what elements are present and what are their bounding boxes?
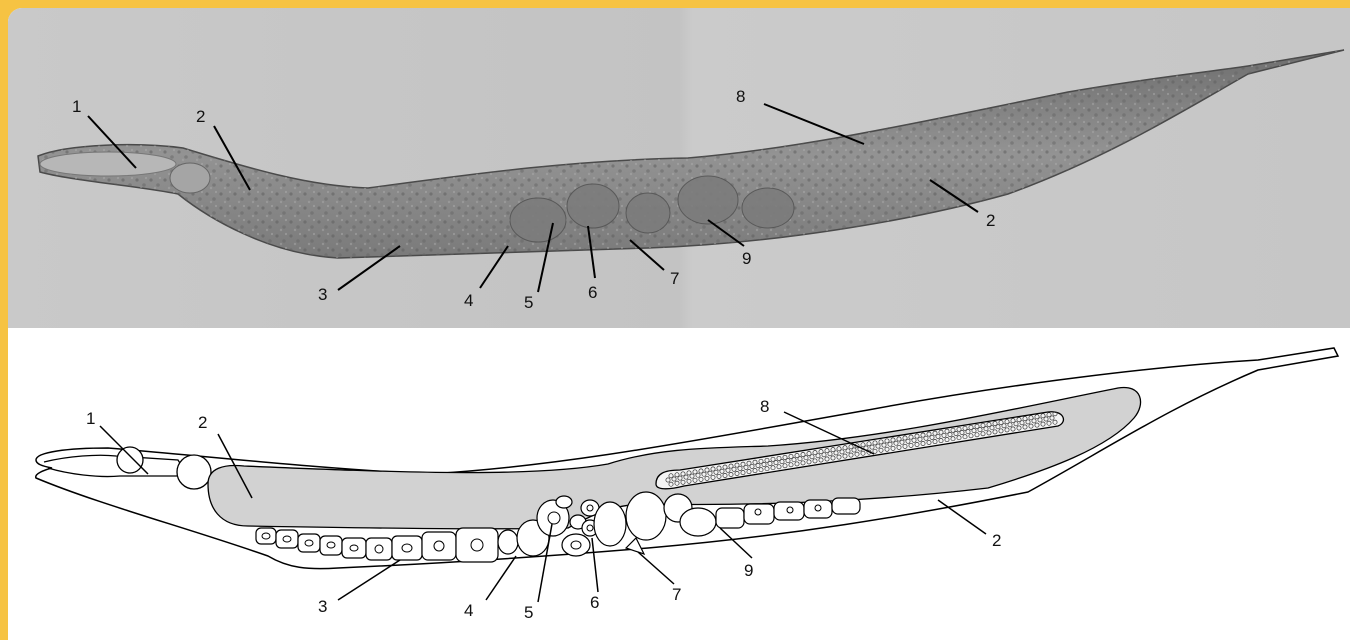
micrograph-label-8: 8 — [736, 87, 745, 106]
micrograph-pharynx — [40, 152, 176, 176]
schematic-label-3: 3 — [318, 597, 327, 616]
schematic-label-9: 9 — [744, 561, 753, 580]
schematic-label-4: 4 — [464, 601, 473, 620]
micrograph-label-9: 9 — [742, 249, 751, 268]
schematic-label-5: 5 — [524, 603, 533, 622]
micrograph-label-2: 2 — [196, 107, 205, 126]
schematic-panel: 1 2 3 4 5 6 7 8 9 2 — [8, 328, 1350, 640]
figure-frame: 1 2 3 4 5 6 7 8 9 2 — [8, 8, 1350, 640]
micrograph-label-5: 5 — [524, 293, 533, 312]
schematic-pharynx-bulb-2 — [177, 455, 211, 489]
schematic-label-7: 7 — [672, 585, 681, 604]
micrograph-label-4: 4 — [464, 291, 473, 310]
schematic-label-8: 8 — [760, 397, 769, 416]
micrograph-label-3: 3 — [318, 285, 327, 304]
micrograph-pharynx-bulb — [170, 163, 210, 193]
schematic-leader-7 — [638, 552, 674, 584]
micrograph-label-2b: 2 — [986, 211, 995, 230]
schematic-pharynx-bulb-1 — [117, 447, 143, 473]
micrograph-label-6: 6 — [588, 283, 597, 302]
schematic-label-1: 1 — [86, 409, 95, 428]
schematic-label-2: 2 — [198, 413, 207, 432]
schematic-label-6: 6 — [590, 593, 599, 612]
micrograph-panel: 1 2 3 4 5 6 7 8 9 2 — [8, 8, 1350, 328]
micrograph-label-1: 1 — [72, 97, 81, 116]
micrograph-label-7: 7 — [670, 269, 679, 288]
schematic-label-2b: 2 — [992, 531, 1001, 550]
